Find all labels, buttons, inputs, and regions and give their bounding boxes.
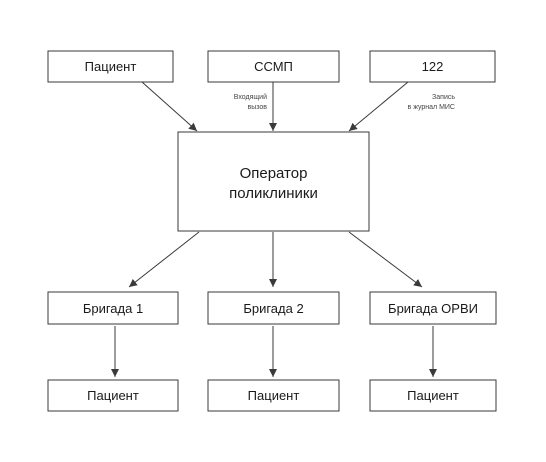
node-operator: Оператор поликлиники (177, 131, 370, 232)
edge-label-incoming-call-line2: вызов (248, 104, 268, 111)
node-brigade-1: Бригада 1 (47, 291, 179, 325)
node-patient-2: Пациент (207, 379, 340, 412)
node-operator-label-line1: Оператор (240, 165, 308, 182)
node-brigade-1-label: Бригада 1 (83, 301, 143, 316)
node-brigade-2-label: Бригада 2 (243, 301, 303, 316)
node-patient-3: Пациент (369, 379, 497, 412)
node-operator-label-line2: поликлиники (229, 185, 318, 202)
node-brigade-orvi: Бригада ОРВИ (369, 291, 497, 325)
node-122: 122 (369, 50, 496, 83)
node-patient-3-label: Пациент (407, 388, 459, 403)
edge-label-record-mis-line1: Запись (432, 94, 455, 101)
edge-patient-to-operator (141, 81, 198, 132)
node-brigade-orvi-label: Бригада ОРВИ (388, 301, 478, 316)
node-ssmp-label: ССМП (254, 59, 293, 74)
edge-label-record-mis-line2: в журнал МИС (408, 104, 455, 111)
edge-operator-to-brigade-orvi (348, 231, 423, 288)
node-patient-1-label: Пациент (87, 388, 139, 403)
node-patient-2-label: Пациент (248, 388, 300, 403)
node-patient-1: Пациент (47, 379, 179, 412)
edge-122-to-operator (348, 81, 409, 132)
node-brigade-2: Бригада 2 (207, 291, 340, 325)
edge-label-incoming-call-line1: Входящий (234, 93, 267, 101)
edge-operator-to-brigade-1 (128, 231, 200, 288)
node-patient-source-label: Пациент (85, 59, 137, 74)
node-ssmp: ССМП (207, 50, 340, 83)
node-patient-source: Пациент (47, 50, 174, 83)
node-122-label: 122 (422, 59, 444, 74)
